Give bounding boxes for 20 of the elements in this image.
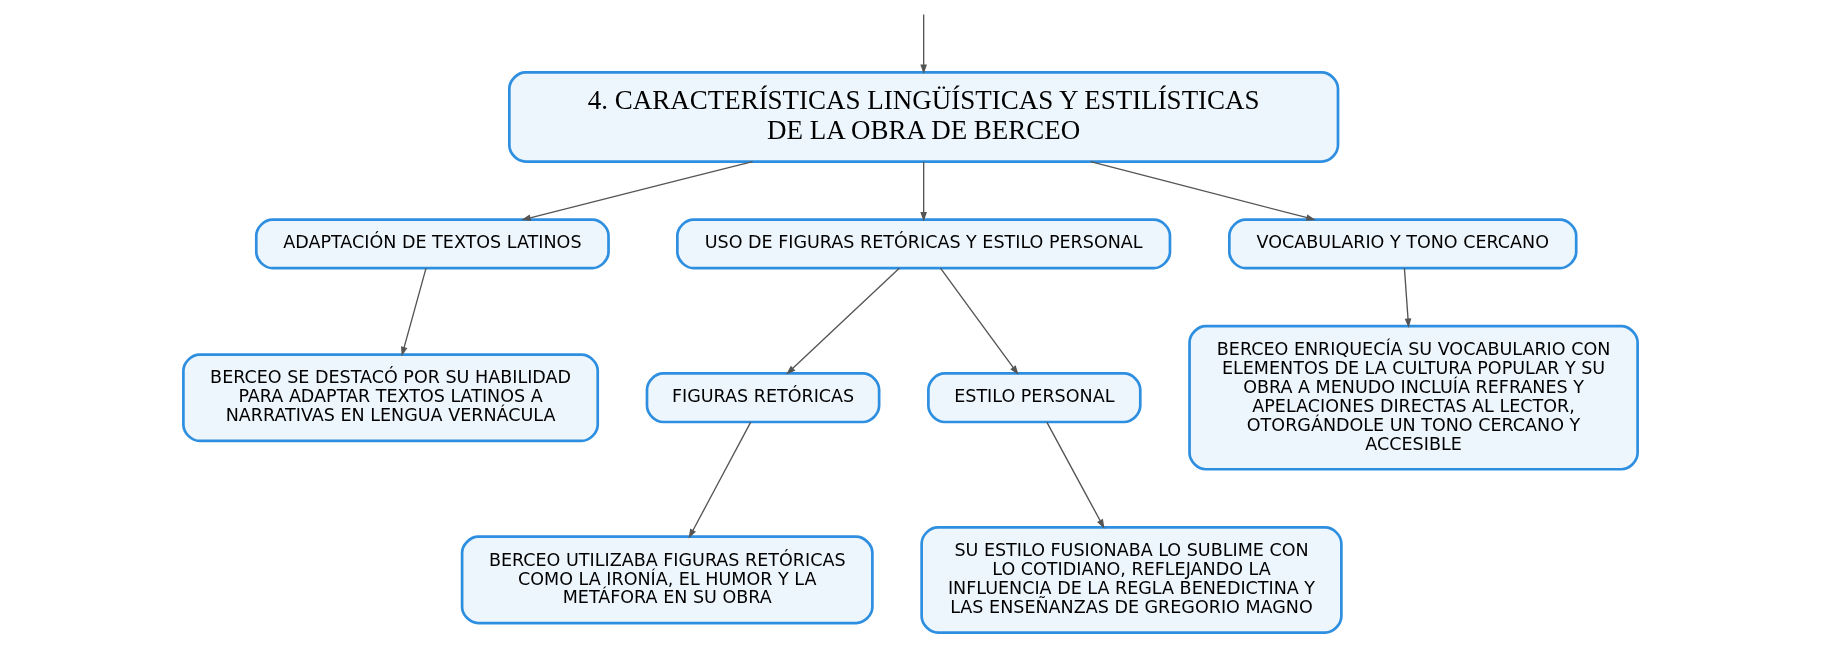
- node-box: BERCEO SE DESTACÓ POR SU HABILIDAD PARA ADAPTAR TEXTOS LATINOS A NARRATIVAS EN LENGUA VERNÁCULA: [182, 353, 600, 443]
- node-box: SU ESTILO FUSIONABA LO SUBLIME CON LO COTIDIANO, REFLEJANDO LA INFLUENCIA DE LA REGLA BENEDICTINA Y LAS ENSEÑANZAS DE GREGORIO MAGNO: [920, 525, 1343, 634]
- arrow: [1046, 421, 1105, 529]
- node-box: BERCEO ENRIQUECÍA SU VOCABULARIO CON ELEMENTOS DE LA CULTURA POPULAR Y SU OBRA A MENUDO INCLUÍA REFRANES Y APELACIONES DIRECTAS AL LECTOR, OTORGÁNDOLE UN TONO CERCANO Y ACCESIBLE: [1188, 324, 1639, 471]
- node-box: ESTILO PERSONAL: [927, 372, 1142, 424]
- arrow: [939, 267, 1019, 375]
- node-box: FIGURAS RETÓRICAS: [645, 372, 881, 424]
- node-box: BERCEO UTILIZABA FIGURAS RETÓRICAS COMO LA IRONÍA, EL HUMOR Y LA METÁFORA EN SU OBRA: [460, 535, 874, 625]
- arrow: [688, 421, 752, 539]
- arrow: [1089, 160, 1316, 221]
- node-box: 4. CARACTERÍSTICAS LINGÜÍSTICAS Y ESTILÍSTICAS DE LA OBRA DE BERCEO: [507, 71, 1340, 163]
- node-box: USO DE FIGURAS RETÓRICAS Y ESTILO PERSONAL: [676, 218, 1172, 270]
- node-box: VOCABULARIO Y TONO CERCANO: [1228, 218, 1578, 270]
- arrow: [1403, 267, 1412, 328]
- node-box: ADAPTACIÓN DE TEXTOS LATINOS: [254, 218, 610, 270]
- arrow: [786, 267, 900, 375]
- arrow: [521, 160, 754, 221]
- arrow: [920, 13, 927, 75]
- arrow: [920, 161, 927, 222]
- arrow: [401, 267, 427, 357]
